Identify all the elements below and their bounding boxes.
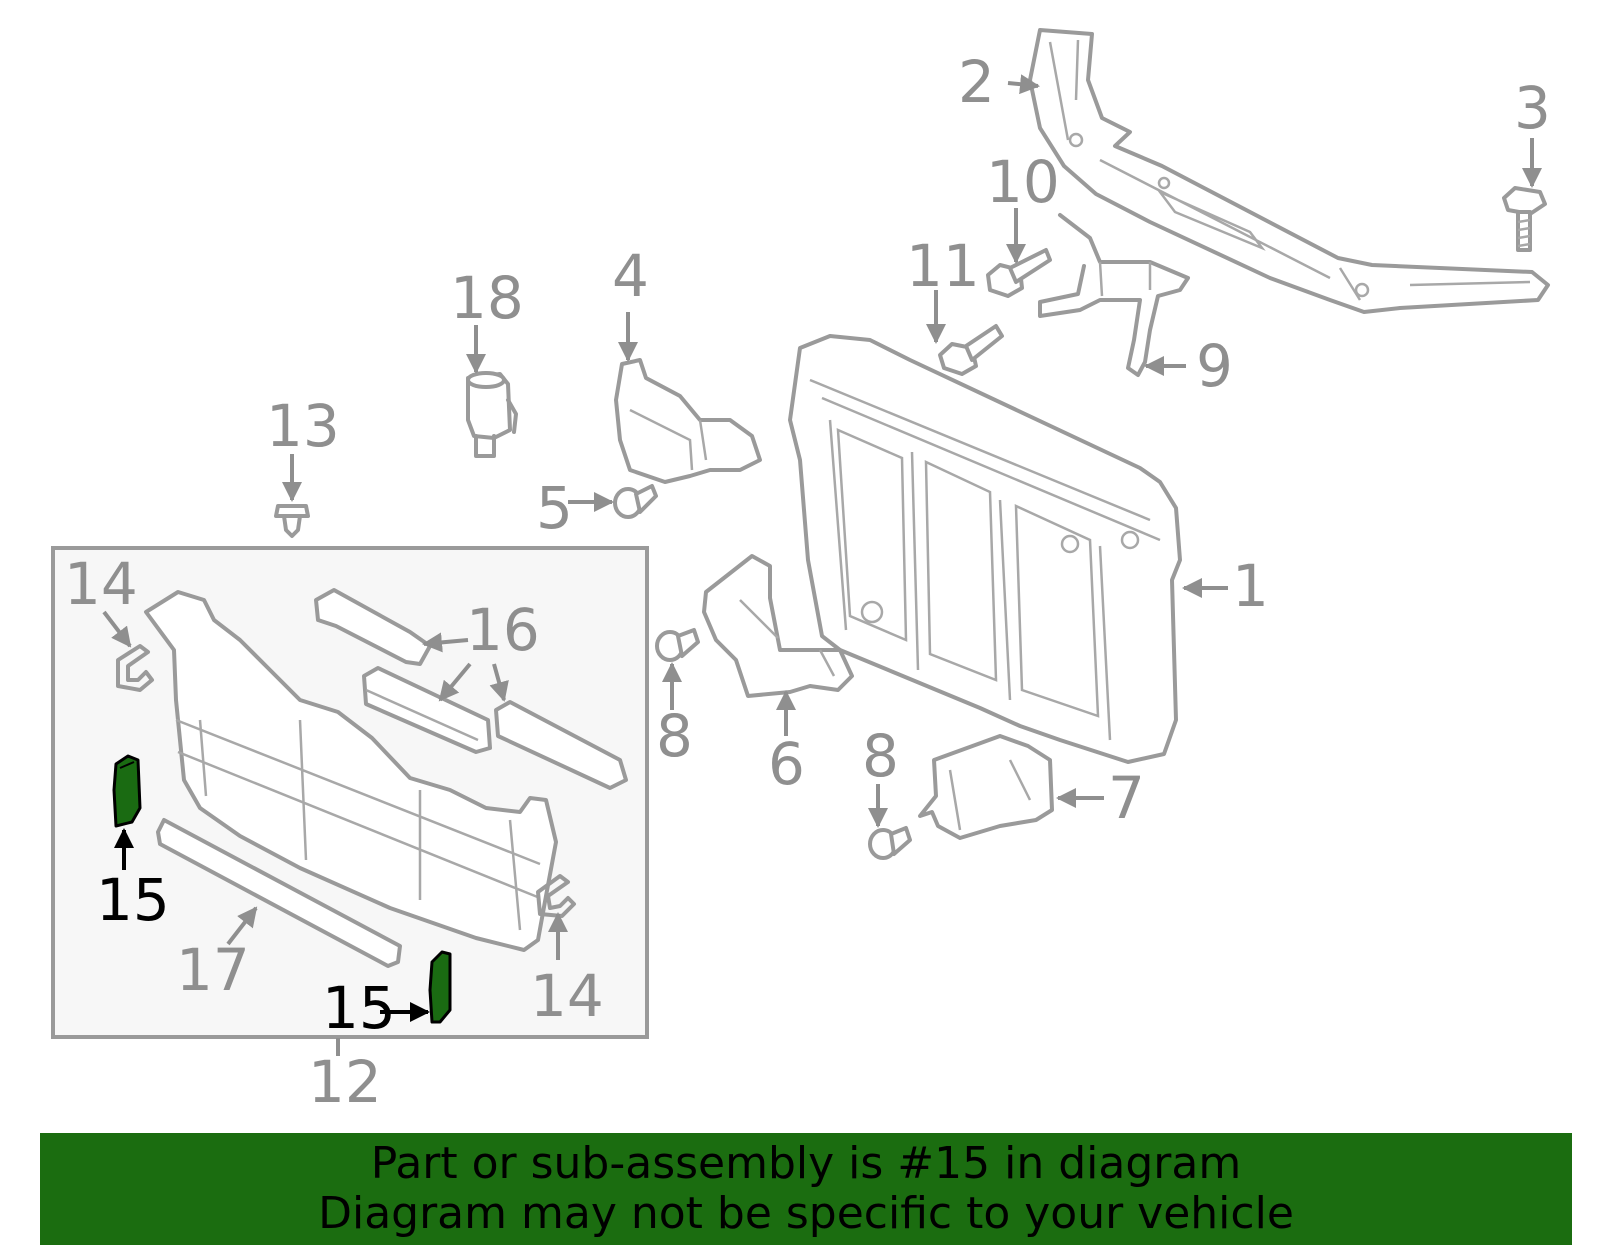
clip-part-8-left [655,628,700,662]
callout-2: 2 [958,48,995,116]
highlighted-part-15-right [428,950,452,1024]
callout-10: 10 [986,148,1060,216]
callout-17: 17 [176,936,250,1004]
callout-15-right: 15 [322,974,396,1042]
leader-lines [102,74,1542,1056]
callout-7: 7 [1108,764,1145,832]
bolt-part-10 [986,248,1052,298]
air-guide-part-7 [918,734,1054,840]
callout-5: 5 [536,474,573,542]
callout-9: 9 [1196,332,1233,400]
callout-14-left: 14 [64,550,138,618]
bolt-part-11 [938,324,1004,376]
callout-15-left: 15 [96,866,170,934]
air-guide-part-6 [702,554,854,698]
callout-16: 16 [466,596,540,664]
clip-part-5 [613,484,658,519]
bumper-reinforcement-part [144,590,558,952]
banner-line-2: Diagram may not be specific to your vehi… [318,1188,1294,1239]
clip-part-13 [274,504,310,538]
absorber-part-16-right [494,700,628,790]
bracket-part-9 [1038,213,1190,377]
callout-14-right: 14 [530,962,604,1030]
callout-6: 6 [768,730,805,798]
absorber-part-16-mid [362,666,492,754]
callout-18: 18 [450,264,524,332]
clip-part-14-left [116,644,154,692]
callout-12: 12 [308,1048,382,1116]
callout-8-left: 8 [656,702,693,770]
highlighted-part-15-left [112,754,142,828]
info-banner: Part or sub-assembly is #15 in diagram D… [40,1133,1572,1245]
reinforcement-part-17 [156,818,402,968]
callout-11: 11 [906,232,980,300]
callout-8-right: 8 [862,722,899,790]
callout-4: 4 [612,242,649,310]
bolt-part-3 [1502,186,1547,252]
callout-3: 3 [1514,74,1551,142]
callout-1: 1 [1232,552,1269,620]
headlamp-bracket-part-4 [614,358,762,484]
radiator-support-part [788,334,1182,764]
sensor-part-18 [466,371,518,458]
callout-13: 13 [266,392,340,460]
clip-part-8-right [868,826,912,860]
banner-line-1: Part or sub-assembly is #15 in diagram [370,1138,1242,1189]
absorber-part-16-top [314,588,432,666]
upper-tie-bar-part [1028,28,1550,314]
